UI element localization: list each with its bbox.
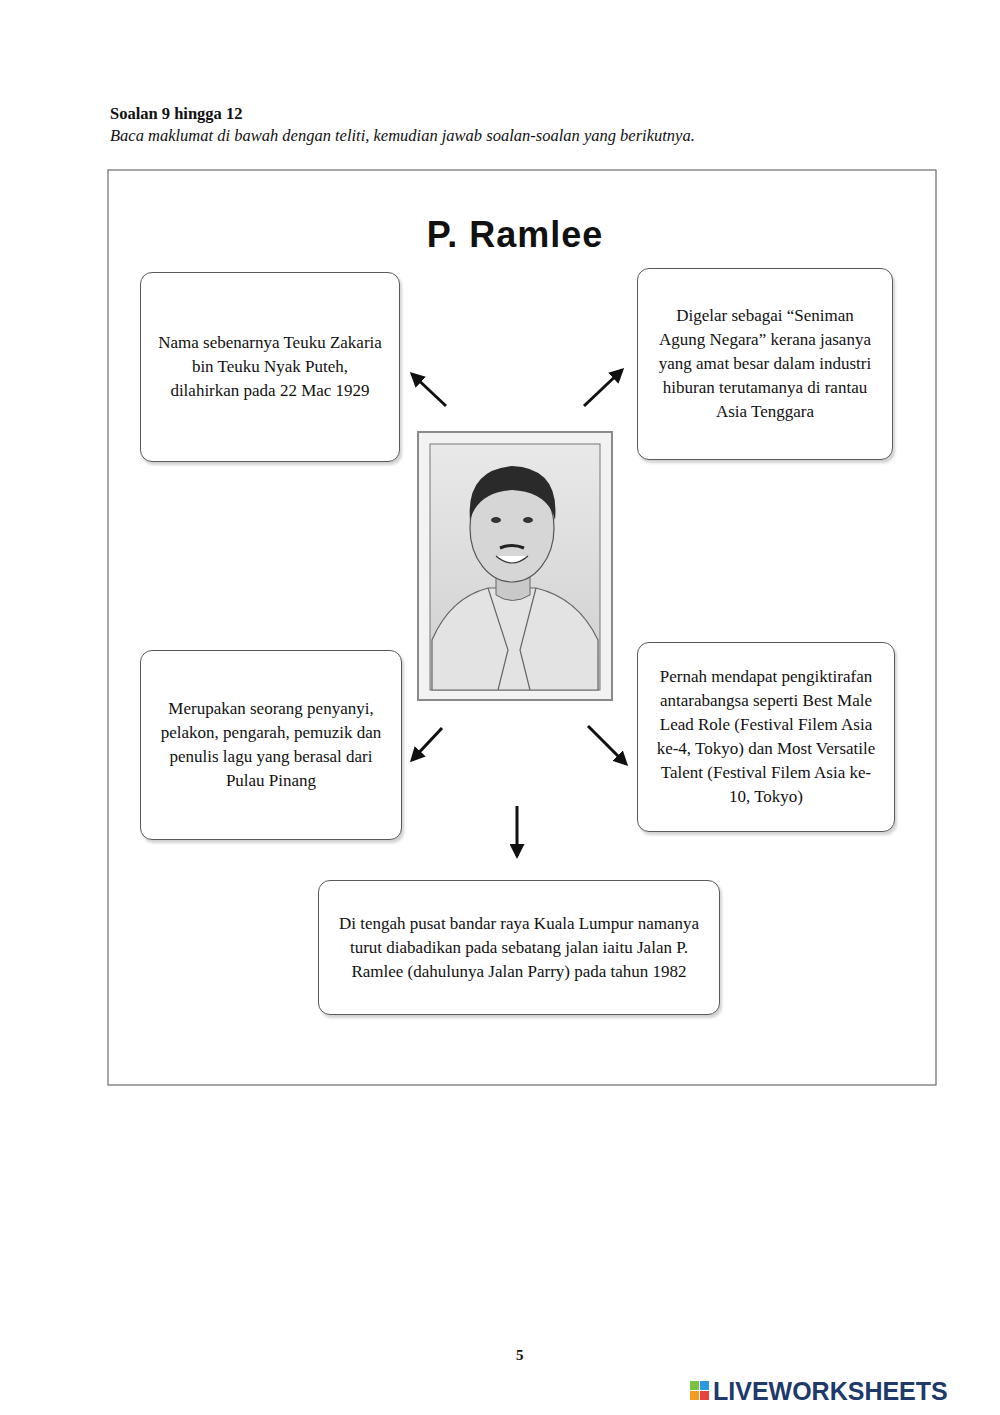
eye (523, 517, 533, 523)
suit (432, 588, 598, 690)
info-box: Di tengah pusat bandar raya Kuala Lumpur… (318, 880, 720, 1015)
info-box: Nama sebenarnya Teuku Zakaria bin Teuku … (140, 272, 400, 462)
photo-ground (430, 444, 600, 690)
info-box: Merupakan seorang penyanyi, pelakon, pen… (140, 650, 402, 840)
smile (496, 556, 528, 563)
portrait-photo (418, 432, 612, 700)
instruction-text: Baca maklumat di bawah dengan teliti, ke… (110, 126, 695, 146)
hair (470, 466, 556, 520)
logo-square (700, 1391, 709, 1400)
pointer-arrows (412, 370, 626, 856)
pointer-arrow (412, 728, 442, 760)
pointer-arrow (588, 726, 626, 764)
pointer-arrow (412, 374, 446, 406)
box-text: Digelar sebagai “Seniman Agung Negara” k… (654, 304, 876, 424)
box-text: Merupakan seorang penyanyi, pelakon, pen… (157, 697, 385, 793)
outer-frame (108, 170, 936, 1085)
logo-square (690, 1391, 699, 1400)
photo-frame (418, 432, 612, 700)
diagram-title: P. Ramlee (315, 214, 715, 256)
pointer-arrow (584, 370, 622, 406)
page-number: 5 (516, 1347, 524, 1364)
logo-square (700, 1381, 709, 1390)
box-text: Di tengah pusat bandar raya Kuala Lumpur… (335, 912, 703, 984)
question-heading: Soalan 9 hingga 12 (110, 104, 243, 124)
eye (491, 517, 501, 523)
watermark: LIVEWORKSHEETS (713, 1377, 948, 1406)
box-text: Pernah mendapat pengiktirafan antarabang… (654, 665, 878, 809)
pointer-arrow (516, 806, 519, 856)
info-box: Digelar sebagai “Seniman Agung Negara” k… (637, 268, 893, 460)
box-text: Nama sebenarnya Teuku Zakaria bin Teuku … (157, 331, 383, 403)
info-box: Pernah mendapat pengiktirafan antarabang… (637, 642, 895, 832)
moustache (500, 546, 524, 549)
lapels (488, 588, 536, 690)
worksheet-logo (690, 1381, 709, 1400)
logo-square (690, 1381, 699, 1390)
